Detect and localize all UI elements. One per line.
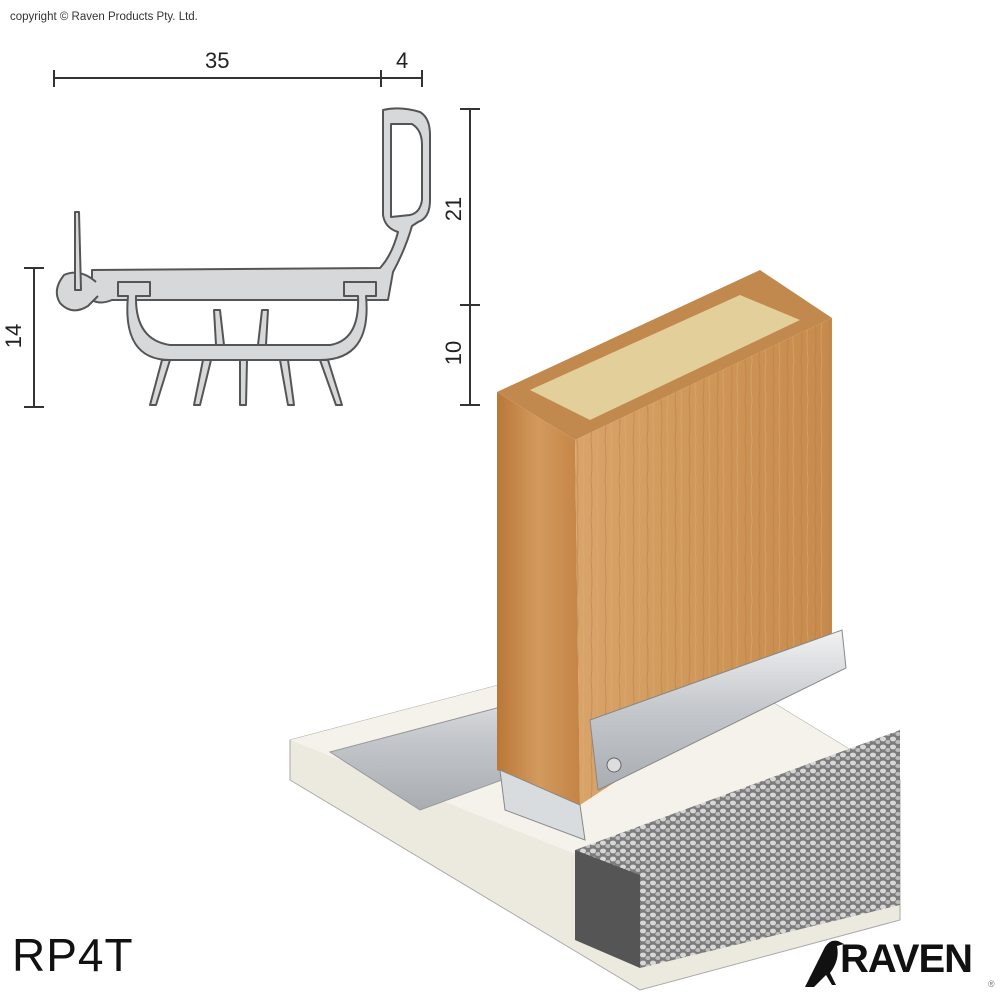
raven-bird-icon xyxy=(805,940,844,987)
raven-logo: RAVEN ® xyxy=(800,935,995,990)
registered-mark: ® xyxy=(988,979,995,989)
dimension-height-upper: 21 xyxy=(441,196,467,222)
dimension-height-lower: 10 xyxy=(441,340,467,366)
brand-name: RAVEN xyxy=(840,937,973,981)
door-illustration xyxy=(497,270,847,841)
dimension-lines xyxy=(24,70,480,408)
dimension-height-left: 14 xyxy=(1,323,27,349)
copyright-notice: copyright © Raven Products Pty. Ltd. xyxy=(10,11,198,23)
model-number: RP4T xyxy=(12,929,134,981)
dimension-width-main: 35 xyxy=(205,48,230,73)
profile-cross-section xyxy=(55,107,431,406)
dimension-width-lip: 4 xyxy=(396,48,409,73)
